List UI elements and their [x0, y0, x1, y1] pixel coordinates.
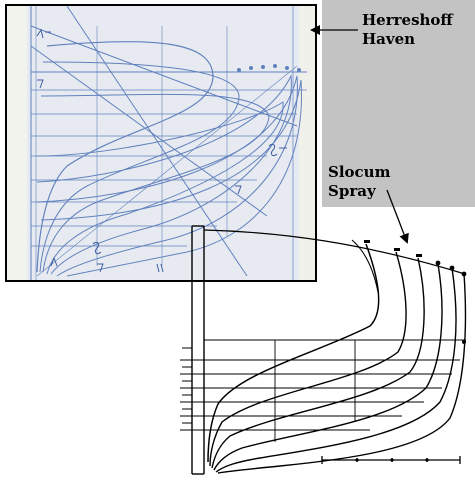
herreshoff-haven-lines-drawing	[5, 4, 317, 282]
slocum-label-line1: Slocum	[328, 163, 391, 181]
blueprint-svg	[7, 6, 315, 280]
herreshoff-label-line1: Herreshoff	[362, 11, 453, 29]
slocum-label-line2: Spray	[328, 182, 376, 200]
herreshoff-label-line2: Haven	[362, 30, 416, 48]
slocum-spray-lines-drawing	[170, 222, 470, 484]
ink-drawing-svg	[180, 225, 467, 475]
gray-background-block	[322, 0, 475, 207]
herreshoff-haven-label: Herreshoff Haven	[362, 11, 453, 49]
slocum-spray-label: Slocum Spray	[328, 163, 390, 201]
